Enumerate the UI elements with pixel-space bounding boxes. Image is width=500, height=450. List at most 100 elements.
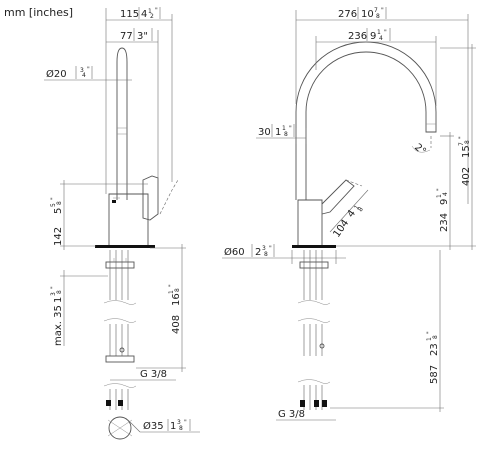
left-view-dimensions: 115 4 1 2 " 77 3" Ø20 3 4 " xyxy=(44,7,200,433)
svg-text:": " xyxy=(50,286,57,289)
dim-142: 142 5 5 8 xyxy=(50,201,64,246)
svg-text:": " xyxy=(289,125,292,132)
svg-text:8: 8 xyxy=(464,140,471,144)
svg-text:1: 1 xyxy=(353,204,361,211)
svg-text:5: 5 xyxy=(53,208,64,214)
dim-max-35: max. 35 1 3 8 xyxy=(50,290,64,346)
svg-text:4: 4 xyxy=(442,192,449,196)
svg-text:7: 7 xyxy=(374,7,378,14)
svg-text:1: 1 xyxy=(377,29,381,36)
svg-text:15: 15 xyxy=(461,145,472,158)
svg-text:142: 142 xyxy=(53,227,64,246)
left-lever xyxy=(142,175,159,221)
svg-text:587: 587 xyxy=(429,365,440,384)
svg-text:3": 3" xyxy=(137,31,148,42)
svg-text:23: 23 xyxy=(429,343,440,356)
svg-text:10: 10 xyxy=(361,9,374,20)
svg-text:7: 7 xyxy=(458,142,465,146)
svg-text:": " xyxy=(384,29,387,36)
dim-30: 30 1 1 8 " xyxy=(258,124,295,138)
svg-text:8: 8 xyxy=(56,201,63,205)
right-thread-label: G 3/8 xyxy=(278,409,305,420)
dim-77: 77 3" xyxy=(120,28,153,42)
left-mounting-hole-circle xyxy=(108,416,132,440)
svg-text:1: 1 xyxy=(282,125,286,132)
left-base-plate xyxy=(95,245,155,248)
svg-text:4: 4 xyxy=(345,208,358,220)
svg-text:Ø35: Ø35 xyxy=(143,420,164,432)
dim-115: 115 4 1 2 " xyxy=(120,7,161,20)
svg-text:8: 8 xyxy=(56,290,63,294)
svg-text:": " xyxy=(87,66,90,73)
svg-text:2: 2 xyxy=(150,13,154,20)
svg-text:77: 77 xyxy=(120,31,133,42)
svg-text:3: 3 xyxy=(80,67,84,74)
svg-text:1: 1 xyxy=(436,194,443,198)
svg-text:": " xyxy=(50,197,57,200)
svg-text:276: 276 xyxy=(338,9,357,20)
svg-text:8: 8 xyxy=(179,425,183,432)
svg-text:1: 1 xyxy=(168,290,175,294)
svg-text:3: 3 xyxy=(50,292,57,296)
dim-diameter-35: Ø35 1 3 8 " xyxy=(143,419,191,432)
right-base-plate xyxy=(292,245,336,248)
angle-label: 2° xyxy=(412,142,428,158)
dim-408: 408 16 1 8 xyxy=(168,288,182,334)
svg-text:Ø20: Ø20 xyxy=(46,68,67,80)
svg-text:8: 8 xyxy=(264,251,268,258)
left-spout-tube xyxy=(116,47,128,200)
right-gooseneck-spout xyxy=(295,41,437,200)
svg-text:9: 9 xyxy=(370,31,376,42)
dim-diameter-60: Ø60 2 3 8 " xyxy=(224,244,275,258)
dim-234: 234 9 1 4 xyxy=(436,192,450,232)
dim-276: 276 10 7 8 " xyxy=(338,7,387,20)
svg-text:max. 35: max. 35 xyxy=(53,305,64,346)
right-view-dimensions: 276 10 7 8 " 236 9 1 4 " 30 1 1 xyxy=(222,7,476,421)
svg-text:9: 9 xyxy=(439,199,450,205)
svg-text:236: 236 xyxy=(348,31,367,42)
svg-text:": " xyxy=(436,188,443,191)
units-label: mm [inches] xyxy=(4,6,73,19)
svg-text:8: 8 xyxy=(174,288,181,292)
svg-text:": " xyxy=(168,284,175,287)
svg-text:": " xyxy=(426,331,433,334)
svg-text:": " xyxy=(184,419,187,426)
svg-text:8: 8 xyxy=(432,335,439,339)
dim-402: 402 15 7 8 xyxy=(458,140,472,186)
svg-text:1: 1 xyxy=(170,421,176,432)
svg-text:4: 4 xyxy=(379,35,383,42)
svg-text:8: 8 xyxy=(376,13,380,20)
left-thread-label: G 3/8 xyxy=(140,369,167,380)
svg-text:8: 8 xyxy=(284,131,288,138)
svg-text:": " xyxy=(458,136,465,139)
svg-text:3: 3 xyxy=(262,245,266,252)
svg-text:2: 2 xyxy=(255,247,261,258)
svg-text:8: 8 xyxy=(357,206,365,213)
svg-text:408: 408 xyxy=(171,315,182,334)
svg-text:30: 30 xyxy=(258,127,271,138)
svg-text:5: 5 xyxy=(50,203,57,207)
svg-text:104: 104 xyxy=(331,218,351,240)
svg-text:4: 4 xyxy=(141,9,147,20)
svg-text:115: 115 xyxy=(120,9,139,20)
svg-text:": " xyxy=(381,7,384,14)
svg-text:1: 1 xyxy=(275,127,281,138)
left-view-faucet xyxy=(95,47,179,440)
right-faucet-body xyxy=(297,199,323,247)
svg-text:1: 1 xyxy=(148,8,152,15)
right-view-faucet xyxy=(292,41,437,410)
svg-text:402: 402 xyxy=(461,167,472,186)
svg-text:3: 3 xyxy=(177,419,181,426)
svg-text:": " xyxy=(155,7,158,14)
svg-text:Ø60: Ø60 xyxy=(224,246,245,258)
svg-text:234: 234 xyxy=(439,213,450,232)
right-lever xyxy=(321,179,355,215)
dim-587: 587 23 1 8 xyxy=(426,335,440,384)
svg-text:1: 1 xyxy=(426,337,433,341)
svg-text:4: 4 xyxy=(82,72,86,79)
dim-104: 104 4 1 8 xyxy=(331,204,364,240)
svg-text:1: 1 xyxy=(53,297,64,303)
svg-text:": " xyxy=(269,245,272,252)
dim-diameter-20: Ø20 3 4 " xyxy=(46,66,93,80)
